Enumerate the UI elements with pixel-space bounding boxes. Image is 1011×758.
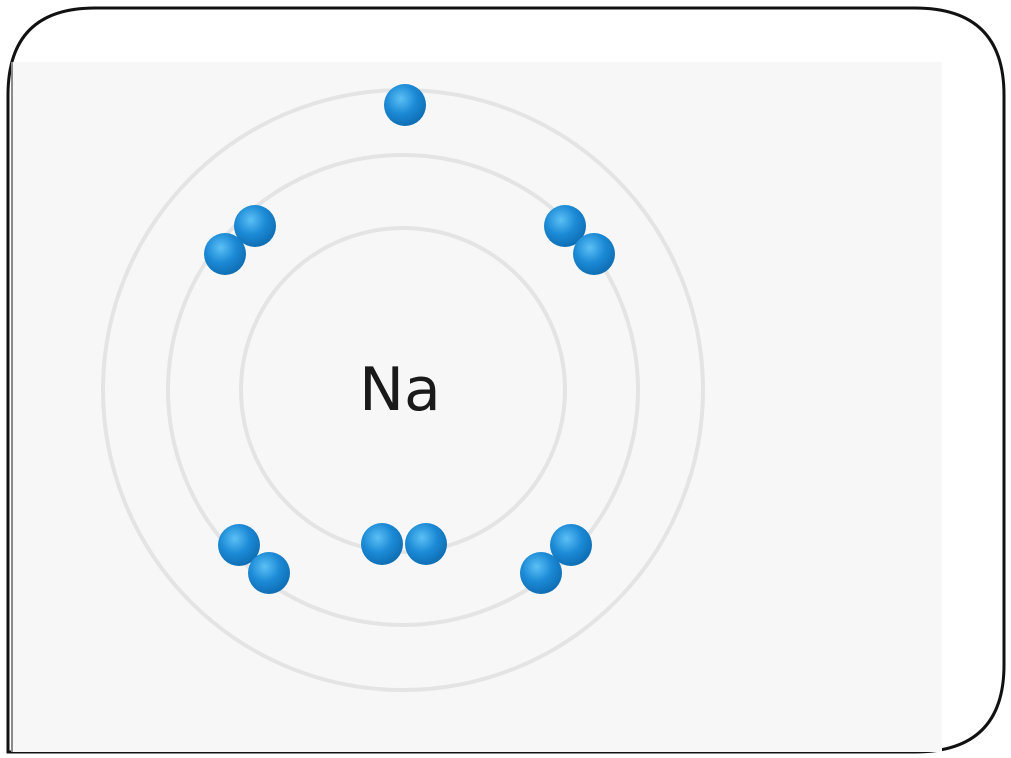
electron-shell2-5 xyxy=(218,524,260,566)
electron-shell1-1 xyxy=(361,523,403,565)
electron-shell2-2 xyxy=(204,233,246,275)
electron-shell2-4 xyxy=(573,233,615,275)
electron-shell3-1 xyxy=(384,84,426,126)
element-symbol: Na xyxy=(359,355,441,425)
electron-shell2-1 xyxy=(234,205,276,247)
shell-2-ring xyxy=(166,153,640,627)
electrons xyxy=(204,84,615,594)
electron-shell2-8 xyxy=(520,552,562,594)
shell-1-ring xyxy=(239,226,567,554)
electron-shell1-2 xyxy=(405,523,447,565)
electron-shell2-3 xyxy=(544,205,586,247)
electron-shell2-7 xyxy=(550,524,592,566)
electron-shell2-6 xyxy=(248,552,290,594)
